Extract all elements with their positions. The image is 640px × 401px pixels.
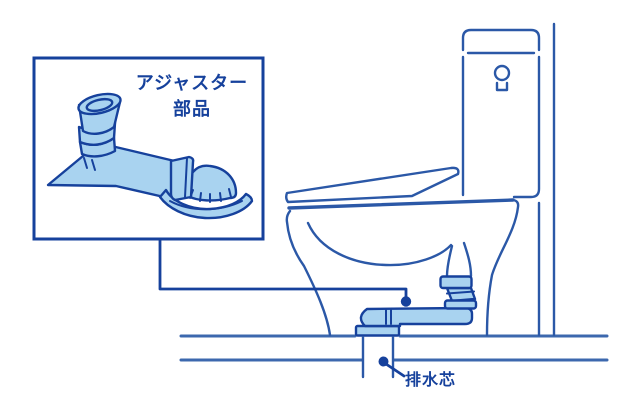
elbow-miter-line bbox=[446, 290, 475, 295]
callout-leader-line bbox=[158, 237, 408, 299]
collar-edge-line bbox=[184, 157, 188, 198]
drain-center-label: 排水芯 bbox=[405, 372, 457, 389]
toilet-seat-line bbox=[287, 198, 515, 210]
base-accent-line bbox=[169, 200, 243, 211]
drain-pipe bbox=[361, 335, 395, 379]
bowl-front-curve bbox=[285, 209, 332, 337]
trapway-right-curve bbox=[462, 241, 473, 278]
adjuster-collar bbox=[169, 155, 195, 202]
pipe-horizontal-body bbox=[359, 306, 474, 328]
bowl-inner-curve bbox=[306, 221, 453, 267]
pipe-joint-ticks bbox=[385, 309, 392, 325]
adjuster-part-label-line2: 部品 bbox=[173, 99, 211, 119]
adjuster-part-label: アジャスター 部品 bbox=[131, 70, 253, 122]
drain-center-marker bbox=[378, 356, 406, 378]
bowl-back-curve bbox=[485, 198, 520, 337]
wing-crease-lines bbox=[83, 157, 96, 171]
tank-right-edge bbox=[512, 55, 541, 199]
toilet-illustration bbox=[285, 28, 541, 337]
pipe-floor-flange bbox=[354, 324, 401, 337]
adjuster-dome bbox=[186, 164, 238, 202]
drain-adjuster-pipe bbox=[354, 275, 478, 337]
flush-button-icon bbox=[493, 64, 511, 82]
tank-lid-outline bbox=[461, 28, 541, 52]
drain-center-leader-line bbox=[384, 362, 406, 378]
floor-lines bbox=[179, 334, 609, 362]
adjuster-part-illustration bbox=[46, 92, 254, 220]
trapway-left-curve bbox=[445, 244, 454, 278]
toilet-bowl bbox=[285, 166, 520, 337]
callout-leader-dot bbox=[400, 296, 412, 307]
toilet-tank bbox=[461, 28, 541, 337]
elbow-lower-coupling bbox=[443, 299, 478, 310]
callout-leader bbox=[158, 237, 412, 307]
cup-rim-inner bbox=[85, 97, 114, 113]
toilet-lid bbox=[285, 166, 460, 204]
flush-button-base bbox=[495, 81, 509, 92]
elbow-middle bbox=[445, 286, 477, 303]
adjuster-part-label-line1: アジャスター bbox=[135, 73, 249, 93]
elbow-top-coupling bbox=[439, 275, 473, 290]
callout-box bbox=[32, 56, 265, 241]
